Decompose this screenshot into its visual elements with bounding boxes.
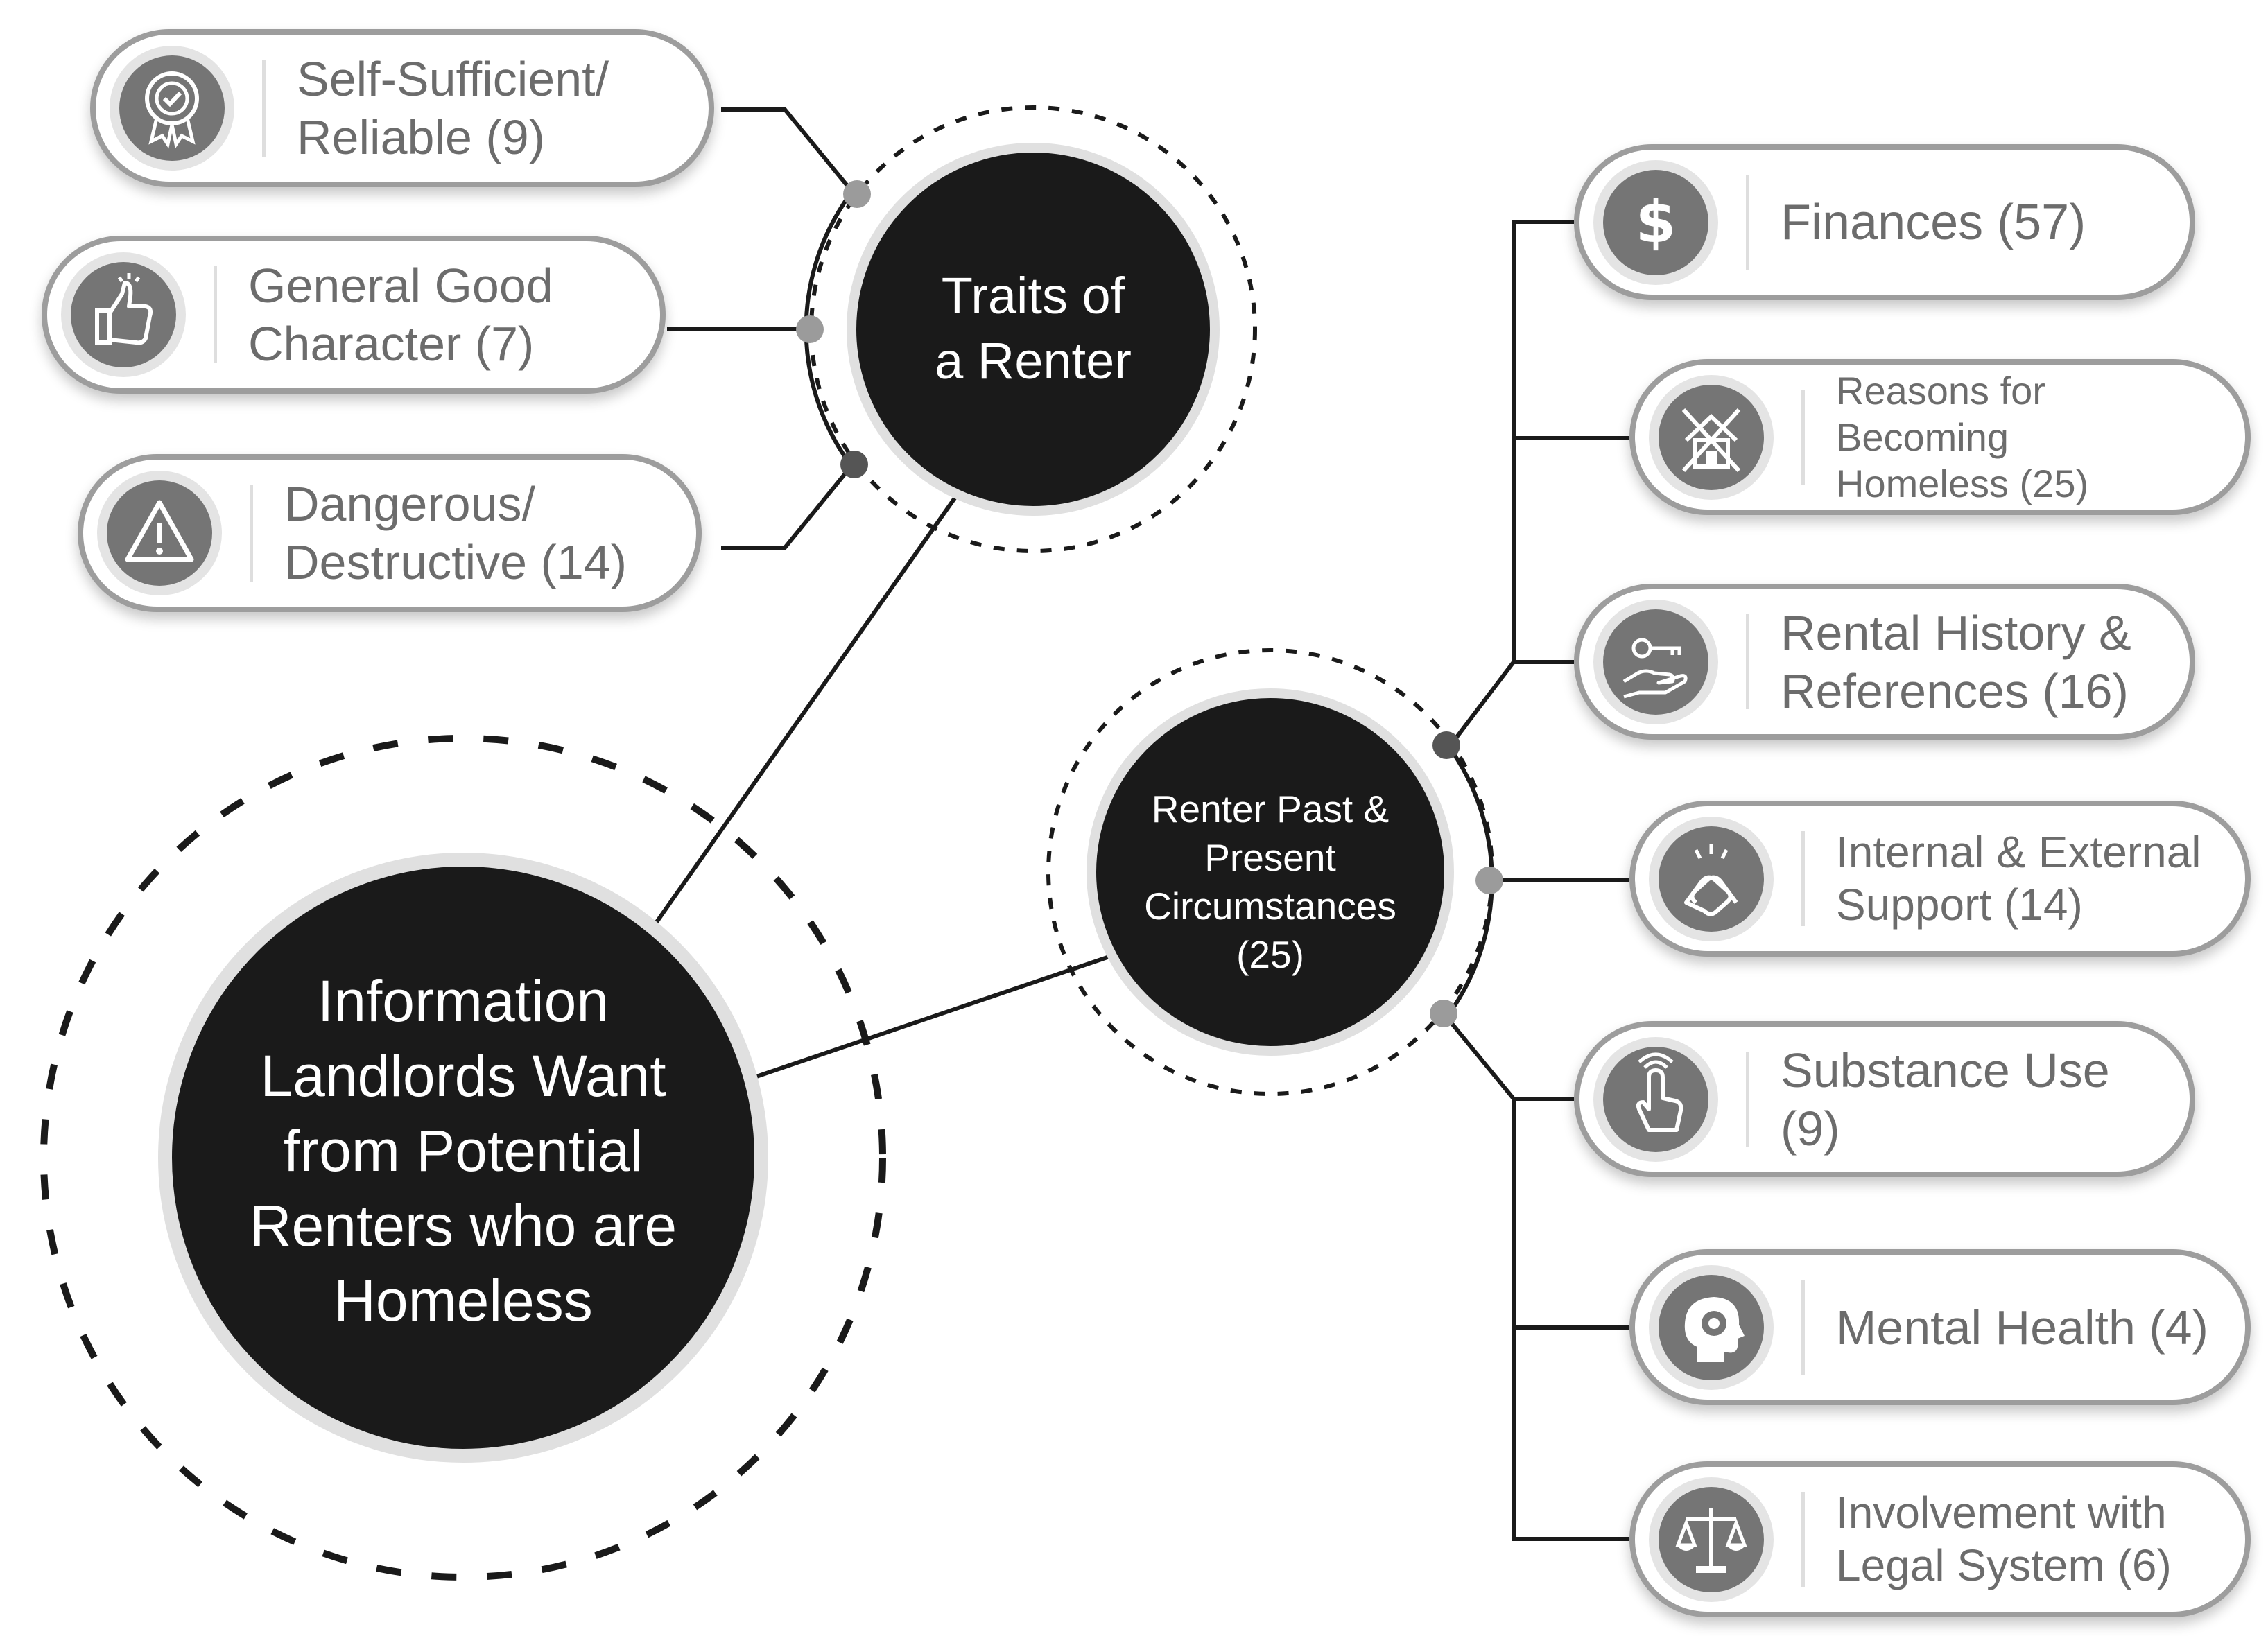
central-node-label: Information Landlords Want from Potentia… (208, 964, 718, 1338)
traits-node (847, 143, 1220, 516)
circumstances-label-line: Present (1204, 836, 1336, 879)
pill-rental-history: Rental History & References (16) (1574, 584, 2195, 740)
pill-reasons-homeless: Reasons for Becoming Homeless (25) (1629, 359, 2251, 515)
pill-label-line: Legal System (6) (1836, 1540, 2172, 1591)
pill-label: Finances (57) (1781, 192, 2173, 252)
pill-label-line: Substance Use (9) (1781, 1043, 2110, 1156)
warning-triangle-icon (107, 480, 212, 586)
central-label-line: Landlords Want (260, 1043, 666, 1108)
pill-label-line: Support (14) (1836, 880, 2083, 930)
traits-node-label: Traits of a Renter (894, 263, 1172, 394)
pill-label-line: Rental History & (1781, 605, 2131, 660)
pill-finances: $ Finances (57) (1574, 144, 2195, 300)
pill-good-character: General Good Character (7) (42, 236, 666, 394)
pill-substance-use: Substance Use (9) (1574, 1021, 2195, 1177)
connector-upper-spine (1448, 220, 1574, 747)
pill-self-sufficient: Self-Sufficient/ Reliable (9) (90, 29, 714, 187)
circumstances-label-line: (25) (1236, 933, 1304, 976)
traits-label-line: Traits of (941, 267, 1125, 324)
connector-dangerous (721, 464, 854, 550)
circumstances-node-label: Renter Past & Present Circumstances (25) (1118, 785, 1423, 979)
pill-label-line: Mental Health (4) (1836, 1300, 2208, 1355)
pill-mental-health: Mental Health (4) (1629, 1249, 2251, 1405)
pill-dangerous: Dangerous/ Destructive (14) (78, 454, 702, 612)
pill-label: Mental Health (4) (1836, 1298, 2228, 1357)
pill-divider (250, 485, 253, 582)
dot-support (1475, 867, 1503, 894)
dot-lower-spine (1430, 1000, 1457, 1027)
central-label-line: Renters who are (249, 1193, 677, 1258)
circumstances-label-line: Renter Past & (1151, 787, 1390, 830)
pill-label: Internal & External Support (14) (1836, 826, 2228, 932)
dot-upper-spine (1432, 731, 1460, 759)
crossed-house-icon (1659, 384, 1764, 490)
pill-label-line: Self-Sufficient/ (297, 52, 609, 106)
pill-divider (1746, 1052, 1749, 1147)
pill-label: Self-Sufficient/ Reliable (9) (297, 50, 692, 166)
pill-label: Dangerous/ Destructive (14) (284, 475, 679, 591)
pill-divider (1801, 1280, 1805, 1375)
pill-label-line: General Good (248, 259, 553, 313)
thumbs-up-icon (71, 262, 176, 367)
head-gear-icon (1659, 1274, 1764, 1380)
pill-label-line: Character (7) (248, 317, 535, 371)
key-hand-icon (1603, 609, 1708, 715)
traits-dashed-ring (809, 105, 1257, 553)
traits-label-line: a Renter (935, 332, 1132, 390)
pill-label-line: Reliable (9) (297, 110, 545, 164)
pill-label-line: References (16) (1781, 663, 2129, 718)
pill-divider (1746, 614, 1749, 709)
pill-label: General Good Character (7) (248, 256, 643, 373)
dot-good-character (796, 315, 824, 343)
pill-divider (1801, 831, 1805, 926)
pill-divider (214, 266, 217, 363)
connector-self-sufficient (721, 107, 856, 195)
pill-legal-system: Involvement with Legal System (6) (1629, 1461, 2251, 1617)
central-label-line: from Potential (283, 1118, 643, 1183)
award-badge-icon (119, 55, 225, 161)
pill-label-line: Dangerous/ (284, 477, 535, 531)
pill-label-line: Homeless (25) (1836, 462, 2089, 506)
pill-divider (1746, 175, 1749, 270)
central-label-line: Information (317, 968, 609, 1034)
pill-divider (1801, 1492, 1805, 1587)
dot-self-sufficient (843, 180, 871, 208)
pill-label: Rental History & References (16) (1781, 604, 2173, 720)
circumstances-label-line: Circumstances (1144, 885, 1396, 928)
dollar-icon: $ (1603, 169, 1708, 275)
central-dashed-ring (40, 735, 886, 1581)
hand-pointer-icon (1603, 1046, 1708, 1152)
pill-divider (262, 60, 266, 157)
pill-divider (1801, 390, 1805, 485)
pill-label: Involvement with Legal System (6) (1836, 1486, 2228, 1593)
pill-label-line: Reasons for Becoming (1836, 368, 2045, 459)
central-node (158, 853, 768, 1463)
pill-label-line: Involvement with (1836, 1487, 2167, 1538)
central-to-traits-line (650, 484, 966, 930)
pill-label-line: Finances (57) (1781, 194, 2086, 250)
pill-label-line: Internal & External (1836, 826, 2201, 877)
handshake-icon (1659, 826, 1764, 932)
svg-text:$: $ (1636, 188, 1676, 256)
pill-label: Substance Use (9) (1781, 1041, 2173, 1158)
pill-label-line: Destructive (14) (284, 535, 627, 589)
pill-support: Internal & External Support (14) (1629, 801, 2251, 957)
central-label-line: Homeless (334, 1268, 593, 1333)
pill-label: Reasons for Becoming Homeless (25) (1836, 367, 2228, 507)
connector-lower-spine (1442, 1012, 1629, 1541)
scales-icon (1659, 1486, 1764, 1592)
circumstances-node (1087, 688, 1454, 1056)
central-to-circumstances-line (752, 955, 1110, 1080)
dot-dangerous (840, 451, 868, 478)
